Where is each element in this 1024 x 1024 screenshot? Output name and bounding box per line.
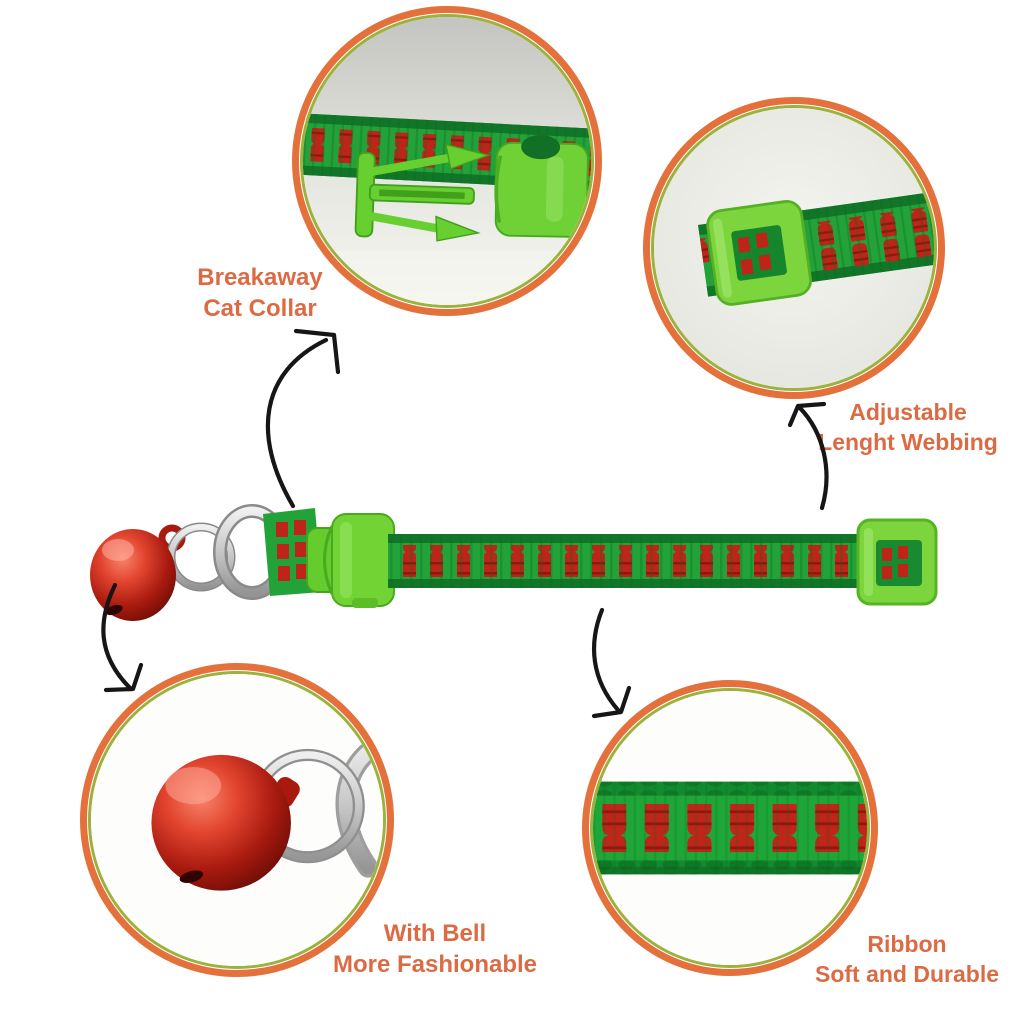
ribbon-photo-graphic [593,691,867,965]
adjuster-photo-graphic [654,108,934,388]
label-line: Lenght Webbing [818,428,998,455]
label-line: More Fashionable [332,951,538,979]
label-breakaway-cat-collar: Breakaway Cat Collar [135,262,385,324]
collar-bell [90,529,176,621]
callout-bell-circle [80,663,394,977]
ribbon-closeup-photo [590,688,870,968]
label-adjustable-length-webbing: Adjustable Lenght Webbing [783,398,1024,458]
collar-webbing [388,534,880,588]
label-line: Soft and Durable [814,960,999,987]
bell-closeup-photo [88,671,386,969]
length-adjuster [856,518,938,606]
breakaway-buckle [306,513,395,608]
label-line: With Bell [383,920,487,947]
callout-adjuster-circle [643,97,945,399]
callout-buckle-circle [292,6,602,316]
callout-ribbon-circle [582,680,878,976]
bell-photo-graphic [91,674,383,966]
curved-arrow-icon-top-left [265,328,341,509]
adjuster-closeup-photo [651,105,937,391]
label-line: Breakaway [197,264,323,291]
label-line: Ribbon [867,931,947,957]
label-line: Adjustable [849,399,967,425]
label-ribbon-soft-durable: Ribbon Soft and Durable [782,930,1024,990]
label-line: Cat Collar [203,295,317,323]
cat-collar-product-photo [90,504,938,621]
label-with-bell: With Bell More Fashionable [310,918,560,980]
